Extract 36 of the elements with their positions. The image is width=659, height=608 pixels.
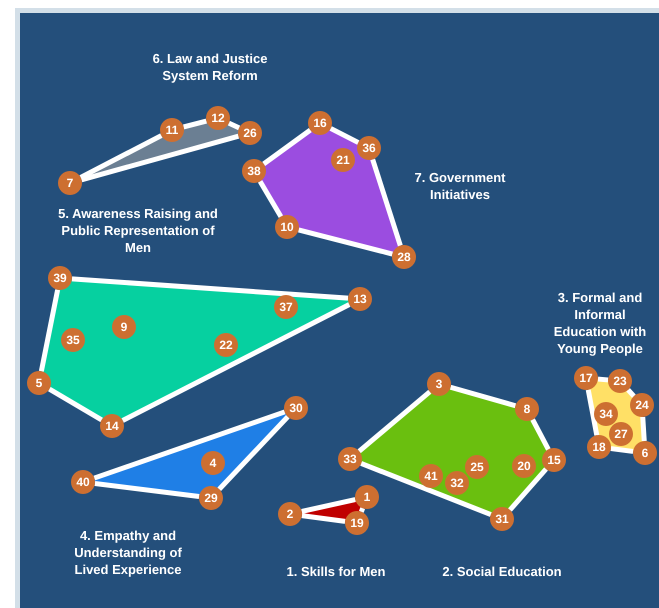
cluster-boundary-line	[48, 386, 103, 422]
cluster-boundary-line	[508, 467, 548, 512]
cluster-boundary-line	[94, 481, 200, 499]
cluster-label: 6. Law and Justice System Reform	[152, 50, 268, 84]
cluster-boundary-line	[228, 120, 240, 130]
cluster-boundary-line	[358, 390, 432, 454]
cluster-boundary-line	[262, 128, 312, 166]
cluster-label: 2. Social Education	[441, 563, 563, 580]
cluster-label: 3. Formal and Informal Education with Young People	[552, 289, 648, 357]
cluster-boundary-line	[450, 384, 516, 408]
cluster-boundary-line	[302, 513, 346, 524]
cluster-boundary-line	[301, 497, 356, 514]
cluster-boundary-line	[298, 228, 393, 256]
cluster-boundary-line	[586, 389, 600, 436]
cluster-boundary-line	[358, 507, 366, 513]
cluster-boundary-line	[94, 410, 286, 480]
cluster-boundary-line	[80, 133, 162, 180]
cluster-boundary-line	[182, 118, 208, 130]
cluster-label: 5. Awareness Raising and Public Representation of Men	[58, 205, 218, 256]
cluster-boundary-line	[80, 134, 240, 182]
cluster-boundary-line	[530, 418, 551, 451]
cluster-boundary-line	[370, 158, 403, 246]
cluster-label: 1. Skills for Men	[286, 563, 386, 580]
cluster-label: 4. Empathy and Understanding of Lived Experience	[73, 527, 183, 578]
cluster-label: 7. Government Initiatives	[413, 169, 507, 203]
cluster-boundary-line	[38, 289, 60, 372]
cluster-boundary-line	[217, 415, 290, 491]
cluster-boundary-line	[122, 302, 350, 423]
cluster-boundary-line	[610, 446, 634, 454]
cluster-boundary-line	[640, 416, 647, 442]
cluster-boundary-line	[626, 388, 636, 398]
cluster-boundary-line	[72, 276, 348, 301]
cluster-boundary-line	[330, 126, 360, 145]
cluster-boundary-line	[258, 180, 284, 218]
cluster-boundary-line	[360, 461, 492, 517]
cluster-boundary-line	[598, 376, 608, 382]
